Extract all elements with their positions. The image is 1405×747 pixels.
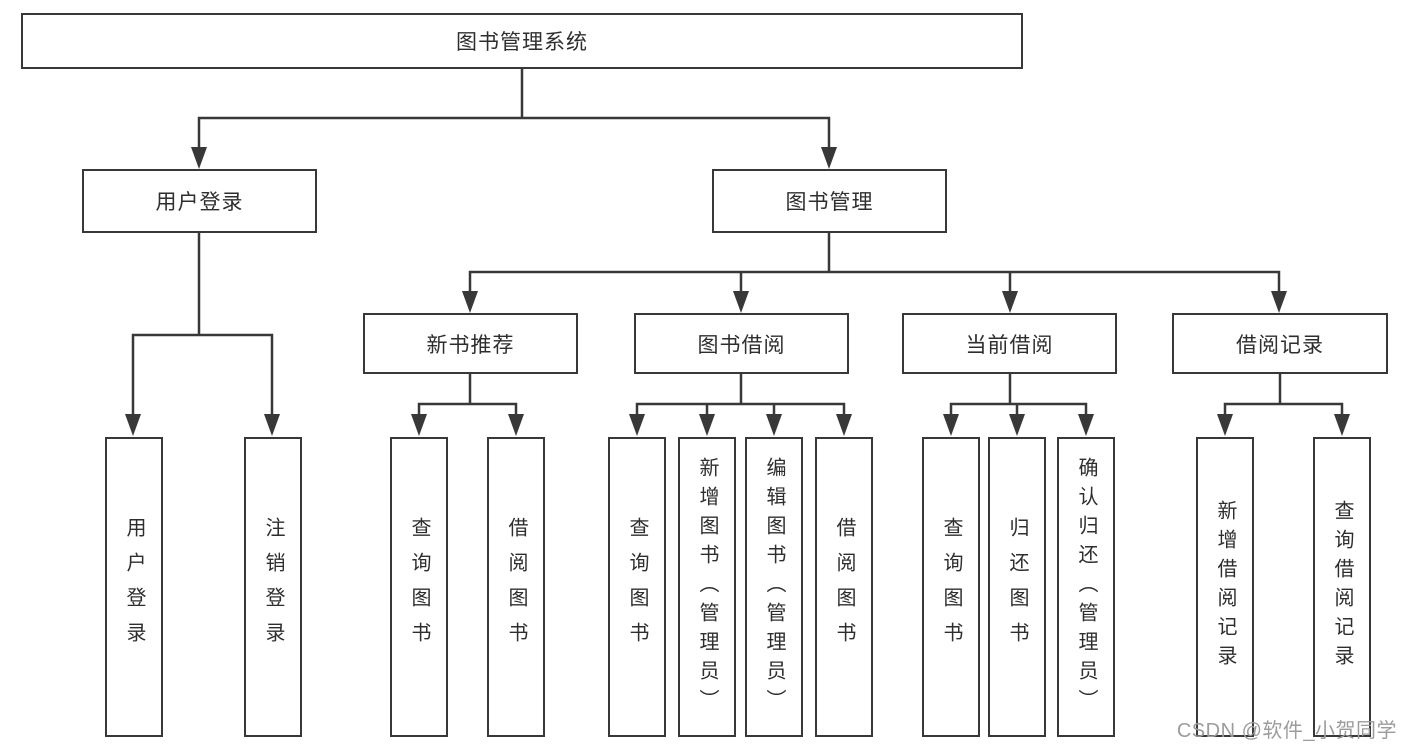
- node-label: 图书管理系统: [456, 31, 588, 54]
- leaf-label: 确认归还（管理员）: [1075, 456, 1097, 718]
- leaf-label: 借阅图书: [833, 517, 855, 657]
- node-label: 图书管理: [785, 191, 874, 214]
- node-label: 图书借阅: [697, 333, 786, 357]
- leaf-query-books-current: 查询图书: [922, 437, 980, 737]
- leaf-user-login: 用户登录: [105, 437, 163, 737]
- leaf-borrow-books-recommend: 借阅图书: [487, 437, 545, 737]
- leaf-query-books-borrow: 查询图书: [608, 437, 666, 737]
- node-library-management-system: 图书管理系统: [21, 13, 1023, 69]
- node-new-book-recommend: 新书推荐: [363, 313, 578, 374]
- node-label: 借阅记录: [1236, 333, 1324, 357]
- leaf-query-borrow-record: 查询借阅记录: [1313, 437, 1371, 737]
- leaf-label: 查询图书: [626, 517, 648, 657]
- leaf-confirm-return-admin: 确认归还（管理员）: [1057, 437, 1115, 737]
- watermark: CSDN @软件_小贺同学: [1176, 720, 1397, 742]
- leaf-label: 查询借阅记录: [1331, 500, 1353, 674]
- node-book-management: 图书管理: [712, 169, 947, 233]
- node-label: 新书推荐: [426, 333, 515, 357]
- leaf-label: 新增图书（管理员）: [696, 456, 718, 718]
- leaf-add-borrow-record: 新增借阅记录: [1196, 437, 1254, 737]
- leaf-label: 归还图书: [1006, 517, 1028, 657]
- node-current-borrow: 当前借阅: [902, 313, 1117, 374]
- leaf-return-books: 归还图书: [988, 437, 1046, 737]
- leaf-label: 注销登录: [262, 517, 284, 657]
- leaf-edit-books-admin: 编辑图书（管理员）: [745, 437, 803, 737]
- leaf-label: 查询图书: [408, 517, 430, 657]
- leaf-label: 借阅图书: [505, 517, 527, 657]
- leaf-label: 用户登录: [123, 517, 145, 657]
- leaf-add-books-admin: 新增图书（管理员）: [678, 437, 736, 737]
- node-book-borrow: 图书借阅: [634, 313, 849, 374]
- node-label: 用户登录: [155, 191, 244, 214]
- leaf-borrow-books: 借阅图书: [815, 437, 873, 737]
- node-borrow-records: 借阅记录: [1172, 313, 1388, 374]
- leaf-label: 编辑图书（管理员）: [763, 456, 785, 718]
- leaf-query-books-recommend: 查询图书: [390, 437, 448, 737]
- leaf-label: 新增借阅记录: [1214, 500, 1236, 674]
- node-user-login: 用户登录: [82, 169, 317, 233]
- leaf-label: 查询图书: [940, 517, 962, 657]
- arrowheads: [125, 147, 1350, 436]
- leaf-logout: 注销登录: [244, 437, 302, 737]
- node-label: 当前借阅: [965, 333, 1054, 357]
